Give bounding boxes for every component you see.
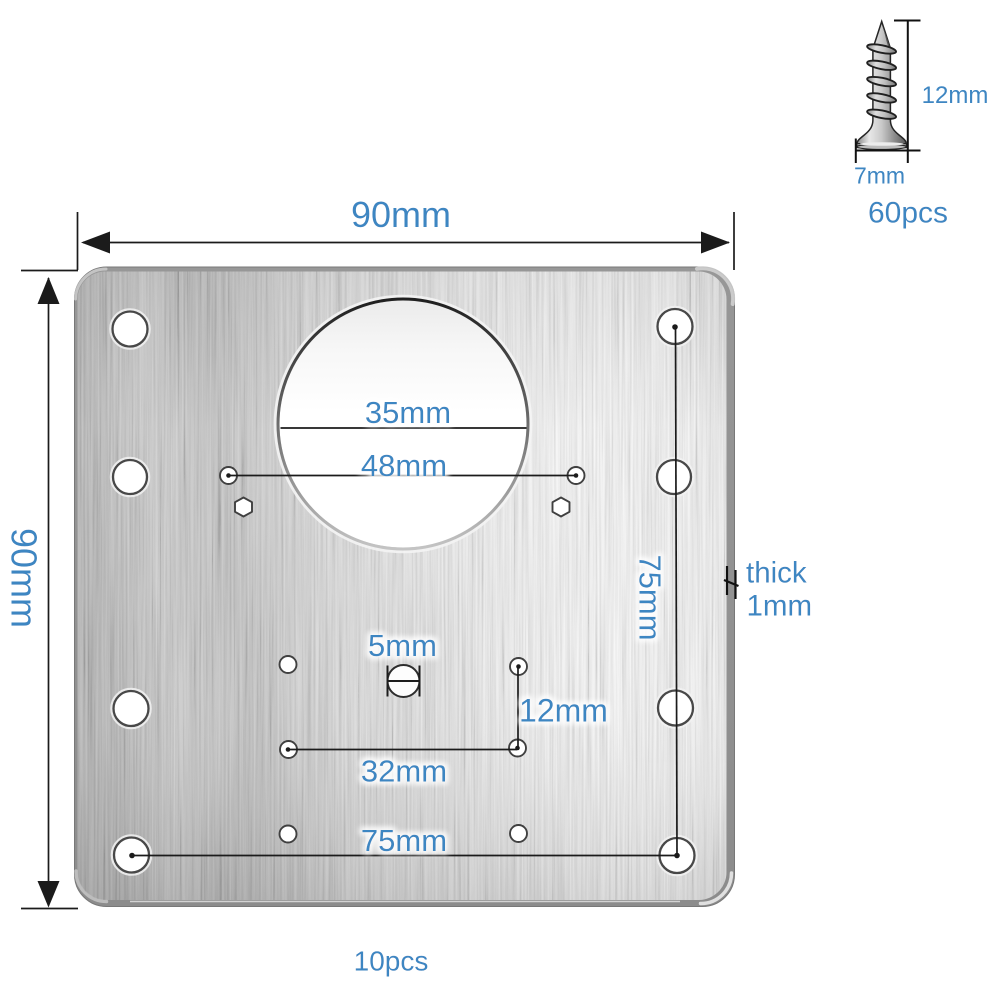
- svg-text:5mm: 5mm: [368, 628, 437, 663]
- svg-text:90mm: 90mm: [4, 528, 45, 628]
- svg-text:90mm: 90mm: [351, 194, 451, 235]
- svg-text:1mm: 1mm: [747, 590, 813, 623]
- svg-text:32mm: 32mm: [361, 754, 447, 789]
- svg-text:7mm: 7mm: [854, 163, 905, 189]
- svg-text:10pcs: 10pcs: [354, 946, 429, 977]
- svg-text:12mm: 12mm: [519, 693, 608, 729]
- svg-text:75mm: 75mm: [361, 823, 447, 858]
- svg-text:60pcs: 60pcs: [868, 197, 948, 230]
- svg-text:75mm: 75mm: [633, 554, 668, 640]
- svg-text:48mm: 48mm: [361, 448, 447, 483]
- svg-text:35mm: 35mm: [365, 395, 451, 430]
- svg-text:thick: thick: [746, 557, 807, 590]
- svg-text:12mm: 12mm: [922, 82, 989, 109]
